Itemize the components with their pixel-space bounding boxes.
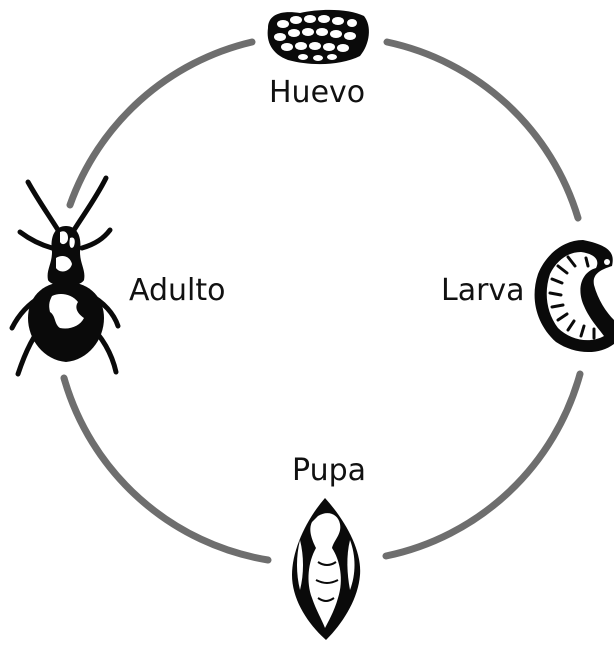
stage-label-larva: Larva <box>441 276 525 306</box>
arc-huevo-to-larva <box>387 42 578 218</box>
arc-pupa-to-adulto <box>64 378 268 560</box>
grub-larva-icon <box>535 240 614 352</box>
beetle-icon <box>12 178 118 374</box>
arc-larva-to-pupa <box>386 374 580 556</box>
pupa-icon <box>292 498 360 640</box>
arc-adulto-to-huevo <box>70 42 252 205</box>
egg-cluster-icon <box>268 10 369 64</box>
stage-label-pupa: Pupa <box>292 456 366 486</box>
stage-label-huevo: Huevo <box>269 78 365 108</box>
stage-label-adulto: Adulto <box>129 276 226 306</box>
